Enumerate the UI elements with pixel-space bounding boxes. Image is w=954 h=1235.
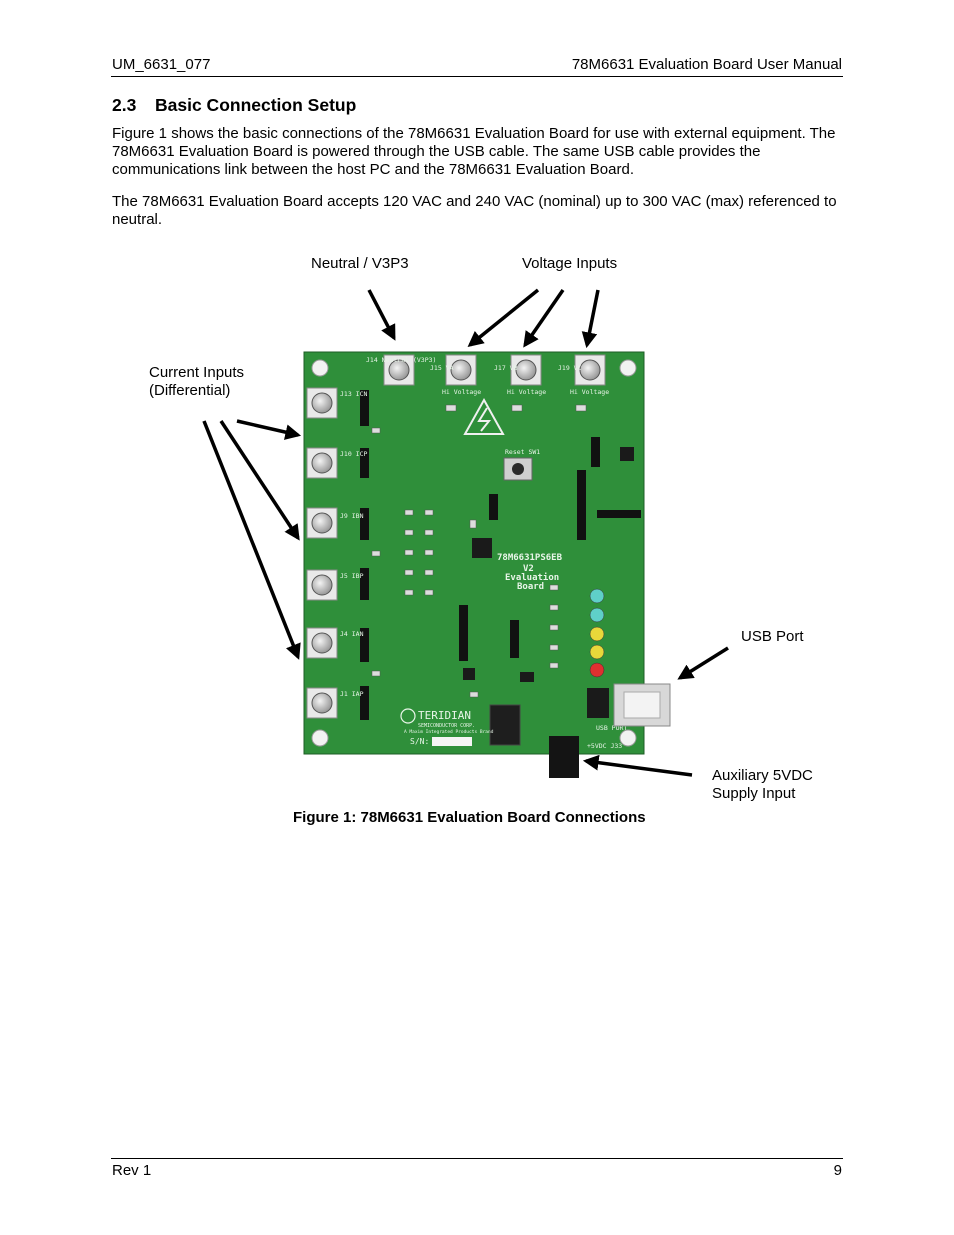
led-4 <box>589 662 605 678</box>
board-label-j4: J4 IAN <box>340 630 364 638</box>
main-ic <box>472 538 492 558</box>
section-heading: 2.3 Basic Connection Setup <box>112 95 356 116</box>
board-label-j5: J5 IBP <box>340 572 364 580</box>
board-label-supply: +5VDC J33 <box>587 742 622 750</box>
header-doc-title: 78M6631 Evaluation Board User Manual <box>571 56 842 73</box>
label-voltage-inputs: Voltage Inputs <box>522 255 618 272</box>
label-neutral: Neutral / V3P3 <box>311 255 409 272</box>
board-label-j10: J10 ICP <box>340 450 367 458</box>
ice-connector <box>489 704 521 746</box>
label-current-line1: Current Inputs <box>149 364 245 381</box>
board-label-j1: J1 IAP <box>340 690 364 698</box>
board-label-neutral: J14 Neutral (V3P3) <box>366 356 436 364</box>
arrow-current-1 <box>236 419 302 440</box>
section-number: 2.3 <box>112 95 137 115</box>
led-1 <box>589 607 605 623</box>
arrow-voltage-a <box>467 288 540 347</box>
board-part-number: 78M6631PS6EB <box>497 553 563 563</box>
figure-caption: Figure 1: 78M6631 Evaluation Board Conne… <box>293 809 646 826</box>
section-title-text: Basic Connection Setup <box>155 95 357 115</box>
usb-connector <box>613 683 671 727</box>
footer-page-number: 9 <box>833 1162 842 1179</box>
led-0 <box>589 588 605 604</box>
ic-u4 <box>520 672 534 682</box>
mounting-holes <box>311 359 637 747</box>
board-label-hv-c: Hi Voltage <box>570 388 609 396</box>
status-leds <box>589 588 605 678</box>
board-label-hv-b: Hi Voltage <box>507 388 546 396</box>
arrow-current-3 <box>202 420 301 660</box>
ic-u2 <box>620 447 634 461</box>
reset-switch <box>503 457 533 481</box>
label-aux-line2: Supply Input <box>712 785 796 802</box>
arrow-voltage-b <box>523 289 565 348</box>
paragraph-1: Figure 1 shows the basic connections of … <box>112 125 836 178</box>
label-aux-supply: Auxiliary 5VDC Supply Input <box>712 767 813 803</box>
header-rule <box>111 76 843 77</box>
header-doc-id: UM_6631_077 <box>112 56 211 73</box>
footer-rule <box>111 1158 843 1159</box>
smd-components <box>371 404 587 698</box>
board-title-2: Board <box>517 582 544 592</box>
board-figure: J14 Neutral (V3P3) Hi Voltage Hi Voltage… <box>202 288 729 778</box>
board-label-j9: J9 IBN <box>340 512 364 520</box>
led-3 <box>589 644 605 660</box>
board-label-j13: J13 ICN <box>340 390 367 398</box>
arrow-aux-supply <box>582 754 693 777</box>
paragraph-2: The 78M6631 Evaluation Board accepts 120… <box>112 193 837 228</box>
hv-warning-icon <box>463 397 505 435</box>
logo-subtext: SEMICONDUCTOR CORP. <box>418 723 475 729</box>
current-terminals <box>306 387 338 719</box>
label-current-inputs: Current Inputs (Differential) <box>149 364 244 400</box>
callout-arrows <box>202 288 729 777</box>
board-label-j19: J19 VC <box>558 364 582 372</box>
arrow-voltage-c <box>581 289 600 349</box>
label-usb-port: USB Port <box>741 628 804 645</box>
pin-headers-left <box>360 390 641 720</box>
label-current-line2: (Differential) <box>149 382 231 399</box>
dc-power-jack <box>549 736 579 778</box>
ic-u3 <box>587 688 609 718</box>
arrow-usb <box>677 646 729 680</box>
arrow-current-2 <box>219 420 300 541</box>
board-label-reset: Reset SW1 <box>505 448 540 456</box>
logo-tagline: A Maxim Integrated Products Brand <box>404 729 494 735</box>
footer-revision: Rev 1 <box>112 1162 152 1179</box>
led-2 <box>589 626 605 642</box>
label-aux-line1: Auxiliary 5VDC <box>712 767 813 784</box>
logo-text: TERIDIAN <box>418 709 471 722</box>
serial-label: S/N: <box>410 737 429 746</box>
ic-u5 <box>463 668 475 680</box>
board-label-hv-a: Hi Voltage <box>442 388 481 396</box>
teridian-logo: TERIDIAN SEMICONDUCTOR CORP. A Maxim Int… <box>400 708 494 735</box>
serial-sticker <box>432 737 472 746</box>
board-label-j15: J15 VA <box>430 364 454 372</box>
voltage-terminals <box>383 354 606 386</box>
arrow-neutral <box>367 289 396 341</box>
board-label-j17: J17 VB <box>494 364 518 372</box>
evaluation-board: J14 Neutral (V3P3) Hi Voltage Hi Voltage… <box>303 351 645 755</box>
board-version: V2 <box>523 564 534 574</box>
board-label-usb: USB PORT <box>596 724 627 732</box>
board-title-1: Evaluation <box>505 572 559 583</box>
